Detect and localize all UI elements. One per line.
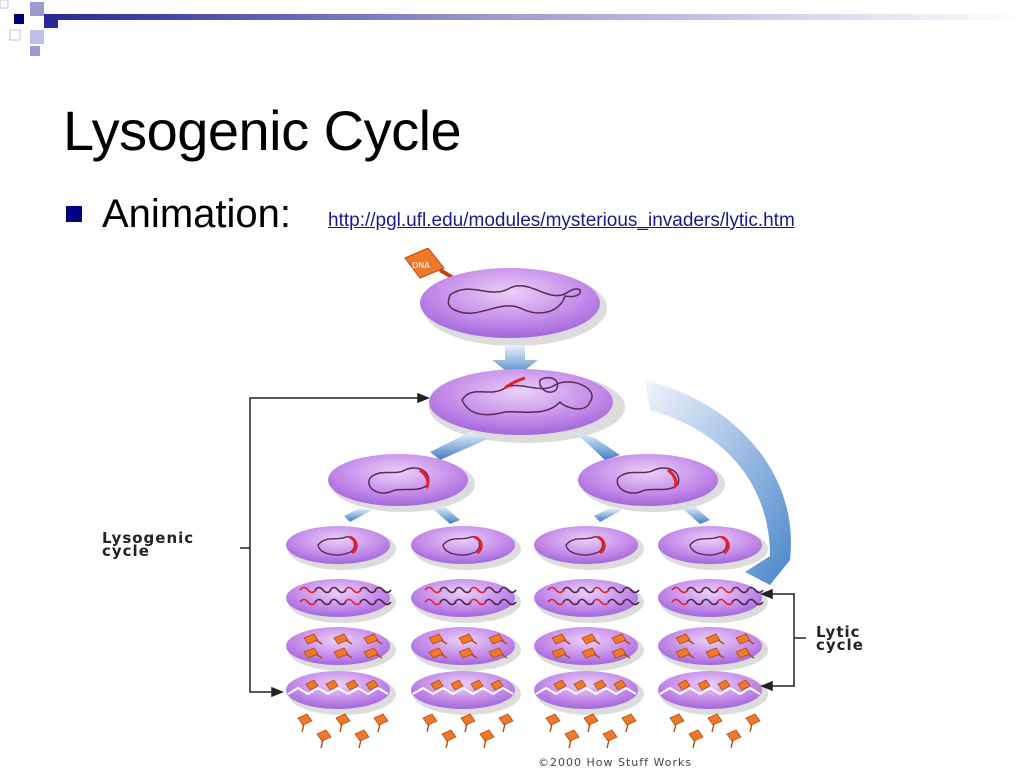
cell-row3-left bbox=[328, 454, 475, 512]
bacterial-cell bbox=[411, 627, 515, 665]
bacterial-cell bbox=[286, 526, 390, 564]
bacterial-cell bbox=[534, 526, 638, 564]
copyright-credit: ©2000 How Stuff Works bbox=[538, 756, 693, 769]
arrow-split-left-icon bbox=[430, 432, 490, 460]
arrows-row4-icon bbox=[344, 506, 710, 524]
arrow-split-right-icon bbox=[575, 432, 620, 460]
bullet-square-icon bbox=[66, 206, 82, 222]
bacterial-cell bbox=[286, 579, 390, 617]
bacterial-cell bbox=[286, 671, 390, 709]
bacterial-cell bbox=[658, 526, 762, 564]
lytic-path-arrow-icon bbox=[645, 380, 791, 585]
lysogenic-bracket bbox=[240, 392, 431, 698]
bacterial-cell bbox=[534, 671, 638, 709]
bacterial-cell bbox=[411, 671, 515, 709]
cell-row3-right bbox=[578, 454, 725, 512]
bacterial-cell bbox=[411, 526, 515, 564]
bacterial-cell bbox=[658, 627, 762, 665]
slide-title: Lysogenic Cycle bbox=[63, 99, 462, 162]
bacterial-cell bbox=[658, 579, 762, 617]
bacterial-cell bbox=[658, 671, 762, 709]
lytic-bracket bbox=[759, 588, 806, 692]
bullet-label: Animation: bbox=[102, 192, 291, 236]
cell-grid bbox=[286, 526, 768, 749]
lysogenic-cycle-label: Lysogenic cycle bbox=[102, 529, 195, 560]
bacterial-cell bbox=[286, 627, 390, 665]
arrow-down-icon bbox=[492, 345, 538, 378]
lytic-cycle-label: Lytic cycle bbox=[816, 623, 864, 654]
svg-text:DNA: DNA bbox=[412, 261, 430, 270]
cell-infected bbox=[420, 268, 607, 346]
cell-integrated bbox=[429, 369, 625, 443]
bacterial-cell bbox=[534, 627, 638, 665]
animation-link[interactable]: http://pgl.ufl.edu/modules/mysterious_in… bbox=[328, 210, 795, 231]
corner-decoration bbox=[0, 0, 1024, 56]
bacterial-cell bbox=[411, 579, 515, 617]
bacterial-cell bbox=[534, 579, 638, 617]
lysogenic-lytic-diagram: DNA bbox=[240, 248, 806, 749]
